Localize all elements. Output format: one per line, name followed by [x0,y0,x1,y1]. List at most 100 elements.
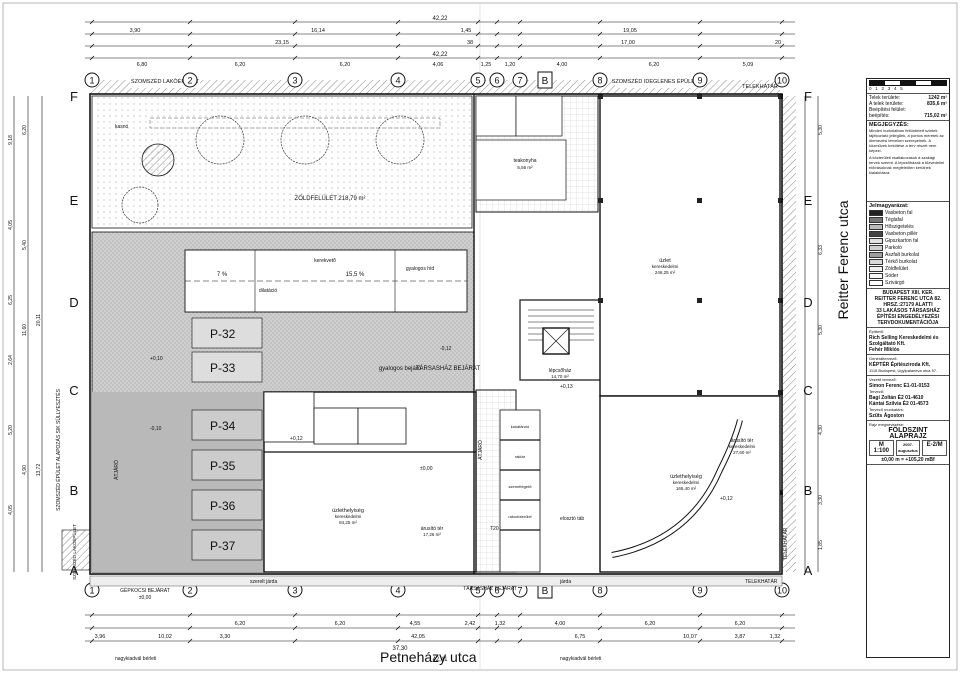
title-block: 0 1 2 3 4 5 Telek területe:1242 m² A tel… [866,78,950,658]
level-5: -0,12 [440,346,452,352]
telekhatar-top: TELEKHATÁR [742,83,778,90]
misc-t20: T20 [490,526,499,532]
sheet-date: 2007. augusztus [895,440,921,456]
legend-label: Aszfalt burkolat [885,252,920,258]
level-1: +0,10 [150,356,163,362]
grid-row-label: C [803,383,812,398]
dim-right-0: 5,30 [818,125,824,135]
co-head: Tervező: [869,389,885,394]
parking-label-p34: P-34 [210,419,236,433]
legend-swatch [869,210,883,216]
site-label-3: beépítés: [869,113,890,119]
dim-bot-r2-3: 2,42 [465,621,476,627]
grid-col-label: 3 [292,586,297,596]
legend-swatch [869,252,883,258]
dim-left-4: 5,20 [8,425,14,435]
dim-top-r3-4: 1,25 [481,62,492,68]
legend-label: Zöldfelület [885,266,909,272]
designer-name: KÉPTÉR Építésziroda Kft. [869,362,931,368]
grid-row-right-E: E [804,193,813,208]
ramp-channel: kerekvető [314,258,336,264]
dim-top-r2-1: 38 [467,40,473,46]
grid-col-label: 1 [89,586,94,596]
telekhatar-bottom: TELEKHATÁR [745,578,778,585]
ramp-pct-1: 7 % [217,272,228,278]
stall-p35 [191,449,263,481]
dim-top-r3-2: 6,20 [340,62,351,68]
neighbor-strip-right [782,96,796,572]
grid-bubble-top-8: 8 [592,72,608,88]
dim-right-1: 6,33 [818,245,824,255]
dim-top-r2-2: 17,00 [621,40,635,46]
legend-row: Parkoló [869,245,947,251]
dim-bottom-total: 42,41 [432,657,448,663]
dim-top-r1-3: 19,05 [623,28,637,34]
left-dimension-chains [13,96,43,572]
grid-col-label: 2 [187,76,192,86]
tb-site-data: Telek területe:1242 m² A telek területe:… [867,94,949,121]
architect-head: Vezető tervező: [869,377,897,382]
grid-row-label: E [70,193,79,208]
dim-top-r3-7: 6,20 [649,62,660,68]
room-teakonyha-name: teakonyha [513,158,536,164]
misc-szerelt-jarda: szerelt járda [250,579,277,585]
level-4: +0,13 [560,384,573,390]
top-dimension-chains [85,19,795,61]
grid-row-left-B: B [70,483,79,498]
dim-bot-r2-1: 6,20 [335,621,346,627]
project-line-4: ÉPÍTÉSI ENGEDÉLYEZÉSI [876,314,940,320]
grid-col-label: 9 [697,76,702,86]
grid-col-label: 10 [777,76,787,86]
site-label-1: A telek területe: [869,101,904,107]
tb-designer: Generáltervező: KÉPTÉR Építésziroda Kft.… [867,355,949,376]
grid-col-label: 6 [494,586,499,596]
dim-top-total-2: 42,22 [432,52,448,58]
grid-bubble-top-7: 7 [512,72,528,88]
grid-letter-label: B [542,76,549,87]
dim-bot-r1-2: 3,30 [220,634,231,640]
grid-col-label: 7 [517,586,522,596]
room-teakonyha-area: 5,56 m² [517,165,533,170]
grid-row-left-E: E [70,193,79,208]
designer-head: Generáltervező: [869,356,898,361]
room-uzlet-area: 246,25 m² [655,270,676,275]
grid-row-left-F: F [70,89,78,104]
room-middle-area: 84,25 m² [339,520,357,525]
legend-label: Hőszigetelés [885,224,914,230]
dim-right-5: 1,85 [818,540,824,550]
grid-row-label: E [804,193,813,208]
tb-scale-bar: 0 1 2 3 4 5 [867,79,949,94]
legend-label: Térkő burkolat [885,259,917,265]
legend-row: Gipszkarton fal [869,238,947,244]
kasno-label: kasnó [115,124,129,130]
dim-top-r3-6: 4,00 [557,62,568,68]
notes-head: MEGJEGYZÉS: [869,122,909,128]
dim-top-r1-1: 16,14 [311,28,325,34]
shop-large [599,95,781,397]
neighbor-strip-top [90,80,780,94]
level-3: ±0,00 [420,466,433,472]
grid-col-label: 6 [494,76,499,86]
sheet-scale: M 1:100 [869,440,894,456]
legend-label: Sóder [885,273,899,279]
dim-bot-r2-7: 6,20 [735,621,746,627]
grid-col-label: 7 [517,76,522,86]
dim-bot-r2-4: 1,32 [495,621,506,627]
dim-top-total: 42,22 [432,16,448,22]
grid-row-label: A [804,563,813,578]
client-person: Fehér Miklós [869,347,900,353]
garden-label: ZÖLDFELÜLET 218,79 m² [295,195,366,202]
grid-bubble-top-9: 9 [692,72,708,88]
designer-addr: 1118 Budapest, Ugyipalaneva utca 57. [869,368,938,373]
misc-nagykiadval-left: nagykiadvál bérleti [115,656,156,662]
legend-row: Vasbeton pillér [869,231,947,237]
grid-row-label: B [804,483,813,498]
dim-right-4: 3,30 [818,495,824,505]
grid-col-label: 3 [292,76,297,86]
telekhatar-right: TELEKHATÁR [782,527,789,560]
bottom-dimension-chains [85,612,795,644]
grid-col-label: 8 [597,76,602,86]
